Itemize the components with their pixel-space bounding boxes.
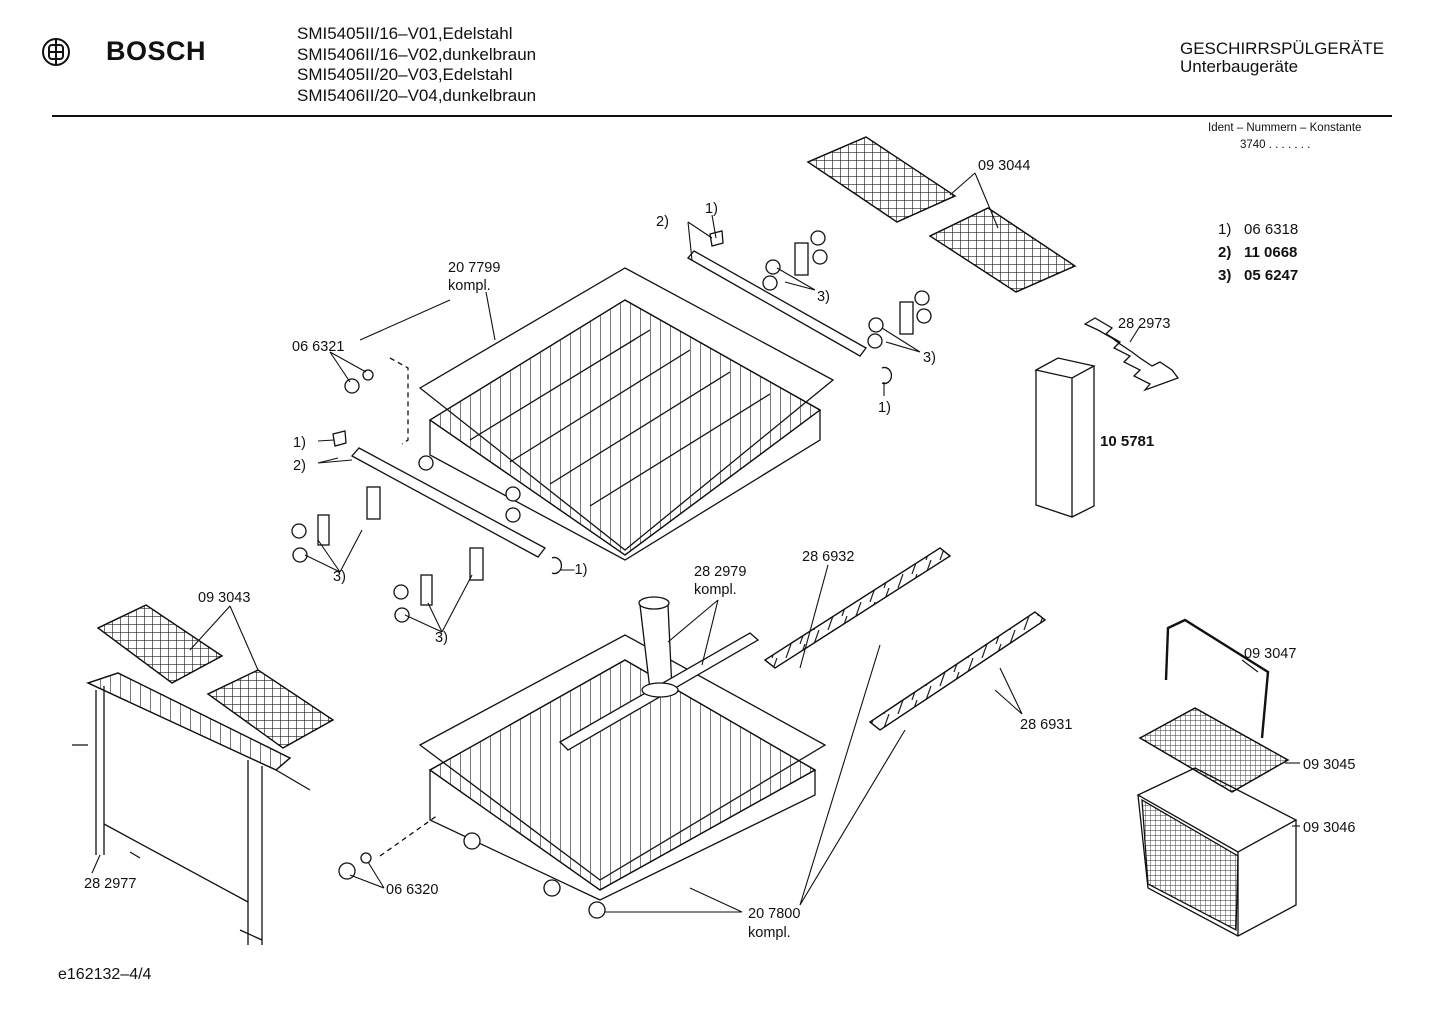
- callout-286932: 28 6932: [802, 549, 854, 565]
- column-part: [1034, 357, 1096, 518]
- holder-part: [1083, 317, 1180, 392]
- legend-row: 1) 06 6318: [1218, 218, 1298, 241]
- ident-value: 3740 . . . . . . .: [1240, 139, 1311, 151]
- callout-286931: 28 6931: [1020, 717, 1072, 733]
- rack-part: [763, 547, 1047, 731]
- model-line: SMI5406II/16–V02,dunkelbraun: [297, 44, 537, 64]
- legend-part: 06 6318: [1244, 221, 1299, 238]
- callout-093046: 09 3046: [1303, 820, 1355, 836]
- model-line: SMI5405II/16–V01,Edelstahl: [297, 24, 513, 43]
- callout-1: 1): [293, 435, 306, 451]
- cup-shelf-part: [806, 136, 1077, 293]
- legend-part: 11 0668: [1244, 244, 1298, 261]
- callout-207799-kompl: kompl.: [448, 278, 491, 294]
- document-id: e162132–4/4: [58, 966, 152, 983]
- legend-part: 05 6247: [1244, 267, 1299, 284]
- callout-1: —1): [560, 562, 587, 578]
- callout-3: 3): [333, 569, 346, 585]
- lower-basket-part: [338, 634, 827, 919]
- upper-basket-part: [418, 267, 835, 561]
- model-line: SMI5405II/20–V03,Edelstahl: [297, 65, 513, 84]
- callout-093045: 09 3045: [1303, 757, 1355, 773]
- header-divider: [52, 115, 1392, 117]
- model-line: SMI5406II/20–V04,dunkelbraun: [297, 85, 537, 105]
- legend-key: 3): [1218, 267, 1232, 284]
- callout-3: 3): [923, 350, 936, 366]
- category-heading: GESCHIRRSPÜLGERÄTE Unterbaugeräte: [1180, 40, 1384, 76]
- legend-row: 3) 05 6247: [1218, 264, 1298, 287]
- parts-legend: 1) 06 6318 2) 11 0668 3) 05 6247: [1218, 218, 1298, 287]
- callout-207799: 20 7799: [448, 260, 500, 276]
- callout-093044: 09 3044: [978, 158, 1030, 174]
- legend-row: 2) 11 0668: [1218, 241, 1298, 264]
- callout-282979-kompl: kompl.: [694, 582, 737, 598]
- callout-3: 3): [435, 630, 448, 646]
- leader-lines: [91, 172, 1300, 913]
- callout-2: 2): [293, 458, 306, 474]
- roller-bracket-part: [291, 230, 932, 623]
- callout-066321: 06 6321: [292, 339, 344, 355]
- callout-282973: 28 2973: [1118, 316, 1170, 332]
- callout-1: 1): [705, 201, 718, 217]
- callout-2: 2): [656, 214, 669, 230]
- callout-093043: 09 3043: [198, 590, 250, 606]
- callout-282979: 28 2979: [694, 564, 746, 580]
- callout-207800: 20 7800: [748, 906, 800, 922]
- callout-066320: 06 6320: [386, 882, 438, 898]
- legend-key: 1): [1218, 221, 1232, 238]
- category-title: GESCHIRRSPÜLGERÄTE: [1180, 39, 1385, 58]
- callout-282977: 28 2977: [84, 876, 136, 892]
- bosch-logo-icon: [42, 38, 70, 66]
- upper-rail-part: [332, 230, 893, 575]
- ident-label: Ident – Nummern – Konstante: [1208, 122, 1362, 134]
- callout-3: 3): [817, 289, 830, 305]
- callout-207800-kompl: kompl.: [748, 925, 791, 941]
- shelf-part: [96, 604, 335, 749]
- callout-1: 1): [878, 400, 891, 416]
- callout-093047: 09 3047: [1244, 646, 1296, 662]
- spray-arm-part: [558, 596, 760, 751]
- legend-key: 2): [1218, 244, 1232, 261]
- brand-name: BOSCH: [106, 36, 207, 66]
- callout-105781: 10 5781: [1100, 433, 1154, 450]
- cutlery-basket-part: [1136, 618, 1298, 937]
- category-subtitle: Unterbaugeräte: [1180, 57, 1299, 76]
- model-list: SMI5405II/16–V01,Edelstahl SMI5406II/16–…: [297, 24, 536, 106]
- frame-part: [72, 672, 311, 945]
